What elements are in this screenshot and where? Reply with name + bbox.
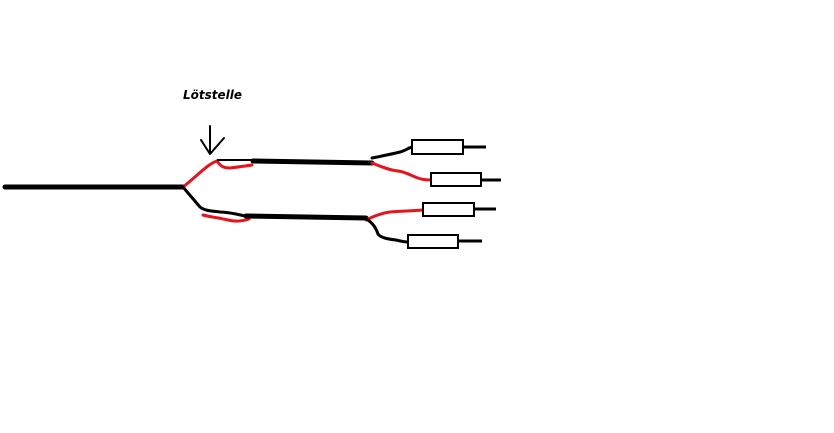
wire-black-to-resistor-4: [364, 217, 410, 244]
wire-black-to-resistor-1: [370, 145, 414, 160]
resistor-3-body: [422, 202, 475, 217]
resistor-2-body: [430, 172, 482, 187]
split-red-upper: [181, 159, 219, 189]
upper-red-loop: [215, 159, 254, 170]
upper-thick-cable: [250, 158, 375, 166]
resistor-4-body: [407, 234, 459, 249]
wire-red-to-resistor-2: [370, 161, 433, 182]
solder-point-arrow-icon: [200, 125, 225, 155]
resistor-1-body: [411, 139, 464, 155]
lower-thick-cable: [243, 213, 369, 221]
wire-red-to-resistor-3: [364, 208, 425, 222]
lower-red-loop: [201, 213, 251, 223]
solder-point-label: Lötstelle: [183, 88, 243, 102]
split-black-lower: [181, 185, 247, 218]
